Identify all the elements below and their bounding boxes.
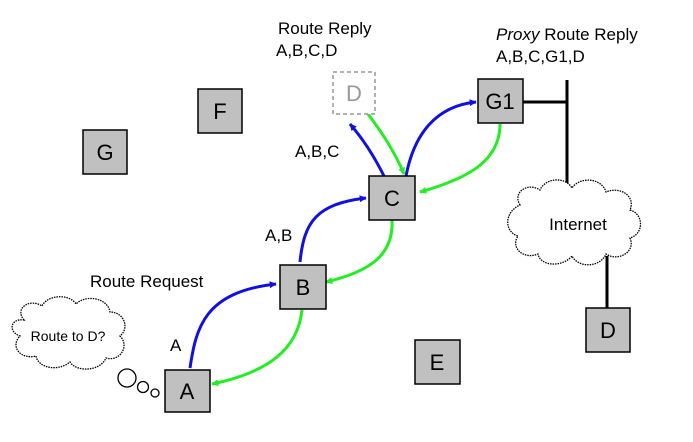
node-b-label: B: [296, 275, 311, 300]
node-d-ghost-label: D: [346, 81, 362, 106]
node-b-box: [279, 264, 327, 310]
node-g: G: [82, 129, 128, 175]
node-c-box: [368, 175, 416, 221]
node-d-ghost: D: [332, 71, 376, 115]
node-f-box: [197, 88, 243, 134]
node-e-label: E: [430, 350, 445, 375]
node-d-internet-box: [585, 307, 631, 353]
route-reply-path: A,B,C,D: [276, 41, 337, 60]
route-request-label: Route Request: [90, 272, 204, 291]
route-reply-arrows: [211, 113, 502, 387]
internet-cloud-shape: [507, 179, 642, 266]
arrow-g1-to-c: [419, 123, 502, 194]
proxy-rest: Route Reply: [539, 25, 638, 44]
thought-dot-small: [150, 388, 160, 398]
node-e: E: [414, 339, 461, 385]
proxy-word: Proxy: [496, 25, 541, 44]
internet-label: Internet: [549, 215, 607, 234]
thought-bubble: Route to D?: [11, 296, 160, 398]
node-a: A: [164, 369, 211, 413]
node-g-box: [82, 129, 128, 175]
thought-dot-large: [117, 368, 137, 388]
node-d-internet: D: [585, 307, 631, 353]
thought-cloud-shape: [11, 296, 126, 370]
arrow-b-to-c: [298, 195, 367, 263]
path-label-a: A: [170, 336, 182, 355]
arrow-a-to-b: [188, 281, 277, 369]
arrow-d-to-c: [366, 113, 406, 175]
route-reply-title: Route Reply: [278, 19, 372, 38]
node-g1-box: [477, 78, 524, 124]
thought-label: Route to D?: [31, 328, 106, 344]
node-d-ghost-box: [332, 71, 376, 115]
node-c-label: C: [384, 186, 400, 211]
internet-cloud: Internet: [507, 179, 642, 266]
arrow-b-to-a: [211, 309, 304, 387]
arrow-c-to-b: [325, 219, 394, 284]
arrow-c-to-d: [348, 123, 386, 177]
path-label-ab: A,B: [265, 226, 292, 245]
node-e-box: [414, 339, 461, 385]
node-f: F: [197, 88, 243, 134]
node-b: B: [279, 264, 327, 310]
thought-dot-medium: [136, 380, 150, 394]
node-g1-label: G1: [485, 89, 514, 114]
proxy-route-reply-path: A,B,C,G1,D: [496, 47, 585, 66]
node-f-label: F: [213, 99, 226, 124]
node-d-internet-label: D: [600, 318, 616, 343]
node-a-box: [164, 369, 211, 413]
arrow-c-to-g1: [404, 99, 477, 177]
node-c: C: [368, 175, 416, 221]
wired-links: [523, 80, 609, 308]
node-a-label: A: [180, 379, 195, 404]
path-label-abc: A,B,C: [295, 142, 339, 161]
route-request-arrows: [188, 99, 477, 369]
proxy-route-reply-title: Proxy Route Reply: [496, 25, 638, 44]
node-g-label: G: [96, 140, 113, 165]
node-g1: G1: [477, 78, 524, 124]
